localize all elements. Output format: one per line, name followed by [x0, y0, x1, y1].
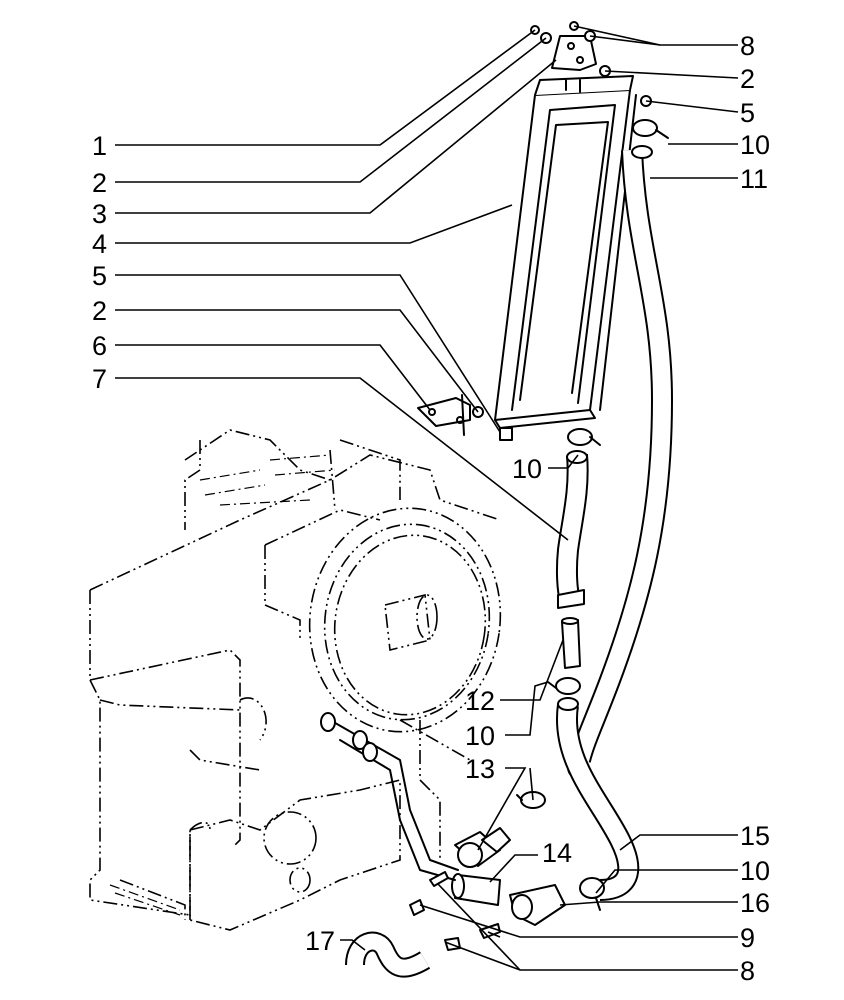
callout-5-left: 5: [92, 261, 107, 291]
callout-8-bottom: 8: [740, 956, 755, 986]
callout-7: 7: [92, 364, 107, 394]
hose-15: [555, 697, 640, 901]
callout-10-mid: 10: [512, 454, 542, 484]
hose-clamps: [516, 119, 669, 911]
callout-10-top: 10: [740, 130, 770, 160]
callout-2-top: 2: [740, 64, 755, 94]
elbow-16: [509, 884, 566, 926]
callout-labels: 8 2 5 10 11 1 2 3 4 5 2 6 7 10 12 10 13 …: [92, 31, 770, 986]
callout-10-right: 10: [740, 856, 770, 886]
callout-15: 15: [740, 821, 770, 851]
callout-17: 17: [305, 926, 335, 956]
lower-bracket: [417, 394, 471, 436]
callout-6: 6: [92, 331, 107, 361]
callout-13: 13: [465, 754, 495, 784]
callout-9: 9: [740, 923, 755, 953]
callout-14: 14: [542, 838, 572, 868]
leader-lines: [115, 25, 739, 971]
hose-11: [567, 145, 673, 778]
callout-11: 11: [740, 164, 768, 194]
oil-pipes: [320, 712, 459, 881]
callout-5-top: 5: [740, 98, 755, 128]
callout-3: 3: [92, 199, 107, 229]
hose-17: [345, 931, 431, 978]
adapter-13: [454, 827, 511, 868]
top-bracket: [551, 35, 597, 93]
callout-1: 1: [92, 131, 107, 161]
oil-cooler: [494, 75, 637, 429]
callout-16: 16: [740, 888, 770, 918]
transmission-housing-phantom: [89, 429, 502, 931]
hose-7: [555, 450, 589, 609]
callout-8-top: 8: [740, 31, 755, 61]
callout-12: 12: [465, 686, 495, 716]
callout-10-low: 10: [465, 721, 495, 751]
callout-2-left2: 2: [92, 296, 107, 326]
callout-4: 4: [92, 229, 107, 259]
callout-2-left: 2: [92, 168, 107, 198]
fitting-12: [561, 617, 581, 669]
